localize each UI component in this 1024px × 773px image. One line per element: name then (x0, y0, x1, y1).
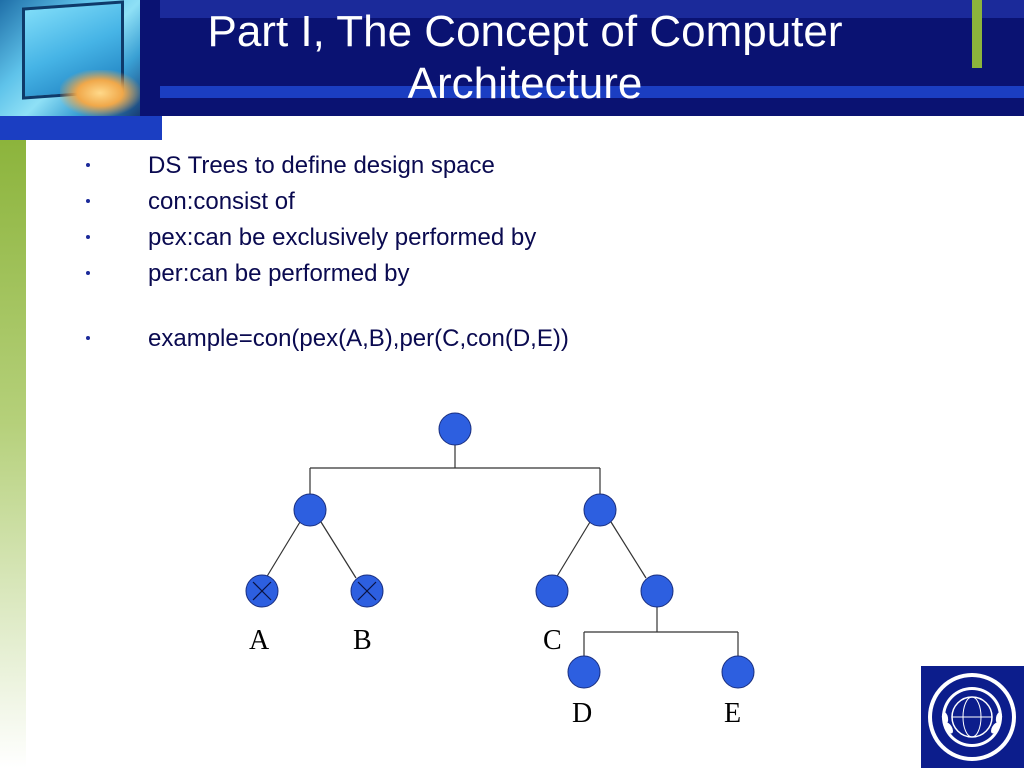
node-d (567, 655, 601, 689)
leaf-label-c: C (543, 625, 562, 656)
node-c (535, 574, 569, 608)
bullet-text: con:consist of (148, 188, 295, 215)
node-root (438, 412, 472, 446)
leaf-label-b: B (353, 625, 372, 656)
exclusive-markers (252, 581, 377, 601)
seal-laurel-icon (941, 712, 1003, 734)
seal-graphic (928, 673, 1016, 761)
tree-nodes (245, 412, 755, 689)
edge-per-con (610, 521, 647, 579)
bullet-dot-icon (86, 163, 90, 167)
bullet-dot-icon (86, 271, 90, 275)
node-pex (293, 493, 327, 527)
node-con (640, 574, 674, 608)
node-e (721, 655, 755, 689)
left-gradient-bar (0, 140, 26, 768)
leaf-label-e: E (724, 698, 742, 729)
exclusive-mark-a-icon (252, 581, 272, 601)
exclusive-mark-b-icon (357, 581, 377, 601)
monitor-glow (60, 70, 140, 116)
edge-per-c (555, 521, 591, 579)
header-stripe-top (160, 0, 1024, 18)
computer-photo (0, 0, 140, 116)
bullet-text: pex:can be exclusively performed by (148, 224, 537, 251)
node-per (583, 493, 617, 527)
bullet-dot-icon (86, 199, 90, 203)
leaf-label-a: A (249, 625, 270, 656)
edge-pex-b (320, 521, 357, 579)
bullet-text: DS Trees to define design space (148, 152, 495, 179)
tree-edges (265, 445, 739, 656)
edge-pex-a (265, 521, 301, 579)
bullet-dot-icon (86, 235, 90, 239)
slide-title: Part I, The Concept of Computer Architec… (207, 7, 843, 108)
bullet-text: per:can be performed by (148, 260, 410, 287)
header-stripe-bottom (160, 86, 1024, 98)
header-under-photo-block (0, 116, 162, 140)
green-accent-bar (972, 0, 982, 68)
leaf-label-d: D (572, 698, 593, 729)
bullet-text: example=con(pex(A,B),per(C,con(D,E)) (148, 325, 569, 352)
university-seal-icon (921, 666, 1024, 768)
bullet-dot-icon (86, 336, 90, 340)
